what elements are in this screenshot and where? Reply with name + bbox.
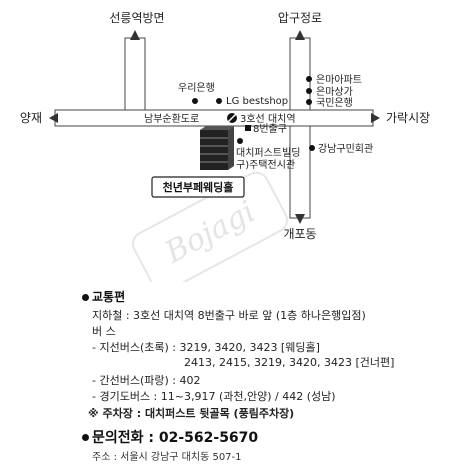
road-apgujeong: [289, 37, 311, 219]
bullet-icon: [82, 294, 89, 301]
subway-icon: [227, 113, 237, 123]
location-map: Bojagi: [20, 11, 430, 282]
label-woori-bank: 우리은행: [178, 82, 215, 94]
arrow-up-icon: [295, 30, 305, 40]
road-nambu-sunhwan: [54, 109, 374, 127]
bus-label: 버 스: [92, 325, 116, 338]
label-gaepo: 개포동: [283, 227, 316, 241]
label-lg-bestshop: LG bestshop: [226, 96, 288, 107]
label-housing-exhibit: 구)주택전시관: [236, 159, 295, 171]
label-kb-bank: 국민은행: [316, 97, 353, 109]
contact-phone: 문의전화 : 02-562-5670: [92, 430, 259, 446]
green-bus-line1: - 지선버스(초록) : 3219, 3420, 3423 [웨딩홀]: [92, 341, 320, 354]
label-eunma-mall: 은마상가: [316, 86, 353, 98]
label-eunma-apt: 은마아파트: [316, 74, 362, 86]
arrow-right-icon: [371, 113, 380, 123]
blue-bus: - 간선버스(파랑) : 402: [92, 374, 201, 387]
direction-arrows: [49, 30, 380, 224]
arrow-up-icon: [130, 30, 140, 40]
landmark-dots: [192, 76, 315, 151]
info-section: 교통편 지하철 : 3호선 대치역 8번출구 바로 앞 (1층 하나은행입점) …: [0, 282, 450, 470]
svg-text:Bojagi: Bojagi: [159, 194, 261, 270]
label-garak: 가락시장: [386, 111, 430, 125]
arrow-left-icon: [49, 113, 58, 123]
subway-info: 지하철 : 3호선 대치역 8번출구 바로 앞 (1층 하나은행입점): [92, 309, 366, 322]
address: 주소 : 서울시 강남구 대치동 507-1: [92, 452, 242, 463]
label-exit8: 8번출구: [253, 123, 287, 135]
traffic-title: 교통편: [92, 290, 126, 304]
gyeonggi-bus: - 경기도버스 : 11~3,917 (과천,안양) / 442 (성남): [92, 390, 336, 403]
wedding-hall-building-icon: [200, 126, 234, 170]
svg-text:천년부페웨딩홀: 천년부페웨딩홀: [163, 180, 234, 194]
label-daechi-first: 대치퍼스트빌딩: [236, 147, 300, 159]
green-bus-line2: 2413, 2415, 3219, 3420, 3423 [건너편]: [184, 356, 395, 369]
parking-info: ※ 주차장 : 대치퍼스트 뒷골목 (풍림주차장): [88, 407, 295, 420]
bullet-icon: [82, 434, 89, 441]
wedding-hall-label: 천년부페웨딩홀: [151, 176, 245, 198]
label-daechi-station: 3호선 대치역: [240, 113, 296, 125]
label-apgujeong: 압구정로: [278, 11, 322, 25]
label-civic-hall: 강남구민회관: [318, 143, 373, 155]
label-yangjae: 양재: [20, 111, 42, 125]
arrow-down-icon: [295, 214, 305, 224]
label-seolleung: 선릉역방면: [109, 11, 164, 25]
label-nambu-road: 남부순환도로: [144, 113, 199, 125]
